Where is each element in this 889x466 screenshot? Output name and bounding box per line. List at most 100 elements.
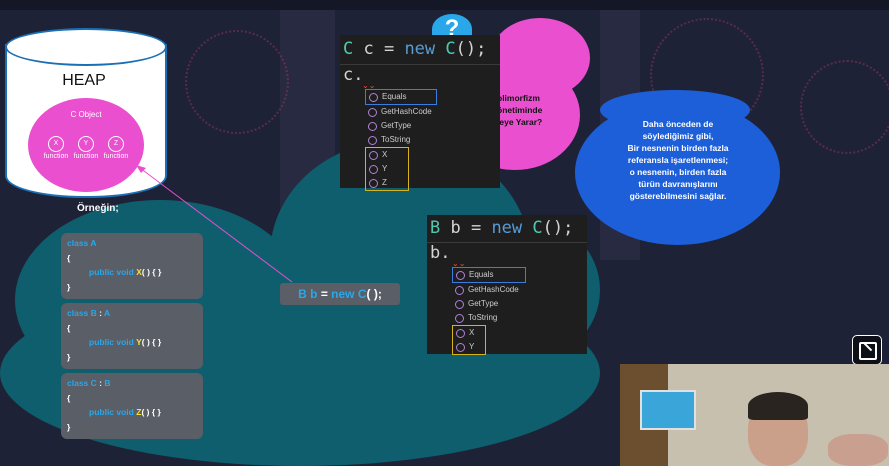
method-signature: ( ) { }: [141, 337, 162, 347]
wall-poster: [640, 390, 696, 430]
intellisense-item[interactable]: GetType: [452, 297, 526, 311]
method-name: X: [136, 267, 142, 277]
brace-close: }: [67, 351, 71, 362]
intellisense-item[interactable]: GetType: [365, 119, 437, 133]
method-modifiers: public void: [89, 407, 134, 417]
c-object-label: C Object: [70, 110, 102, 119]
pink-cloud-text: olimorfizm önetiminde leye Yarar?: [497, 93, 543, 127]
method-icon: [369, 179, 378, 188]
method-signature: ( ) { }: [141, 407, 161, 417]
method-icon: [368, 136, 377, 145]
code-tail: ();: [542, 218, 574, 238]
bb-new-keyword: new: [331, 287, 355, 301]
intellisense-item[interactable]: ToString: [452, 311, 526, 325]
presenter-hair: [748, 392, 808, 420]
intellisense-item[interactable]: GetHashCode: [365, 105, 437, 119]
ide-member-access[interactable]: c.: [343, 65, 364, 85]
brace-open: {: [67, 252, 71, 263]
method-icon: [455, 314, 464, 323]
code-keyword: new: [491, 218, 523, 238]
intellisense-item[interactable]: Y: [453, 340, 485, 354]
ide-panel-b: B b = new C(); b. ⌄⌄ Equals GetHashCode …: [427, 215, 587, 355]
error-squiggle: ⌄⌄: [362, 81, 376, 90]
function-letter: Z: [108, 136, 124, 152]
class-name: C: [90, 378, 97, 388]
bb-type: C: [354, 287, 367, 301]
class-keyword: class: [67, 238, 89, 248]
highlighted-members: X Y Z: [365, 147, 409, 191]
ide-separator: [340, 64, 500, 65]
method-icon: [456, 343, 465, 352]
ide-code-line: B b = new C();: [427, 215, 587, 241]
error-squiggle: ⌄⌄: [452, 259, 466, 268]
intellisense-item[interactable]: Z: [366, 176, 408, 190]
intellisense-item[interactable]: X: [366, 148, 408, 162]
intellisense-item[interactable]: X: [453, 326, 485, 340]
class-b-box: class B : A { public void Y( ) { } }: [61, 303, 203, 369]
blue-cloud-text: Daha önceden de söylediğimiz gibi, Bir n…: [627, 119, 729, 201]
bb-tail: ( );: [366, 287, 382, 301]
base-class-name: A: [104, 308, 111, 318]
method-icon: [368, 108, 377, 117]
ide-separator: [427, 242, 587, 243]
decorative-circle: [185, 30, 289, 134]
function-z: Z function: [101, 136, 131, 160]
webcam-video: [620, 364, 889, 466]
ide-panel-c: C c = new C(); c. ⌄⌄ Equals GetHashCode …: [340, 35, 500, 191]
brace-open: {: [67, 392, 71, 403]
intellisense-list: Equals GetHashCode GetType ToString X Y …: [365, 89, 437, 191]
intellisense-item[interactable]: Equals: [365, 89, 437, 105]
method-icon: [456, 329, 465, 338]
presenter-hand: [828, 434, 888, 466]
intellisense-item[interactable]: Equals: [452, 267, 526, 283]
brace-close: }: [67, 281, 71, 292]
code-ctor: C: [522, 218, 543, 238]
function-x: X function: [41, 136, 71, 160]
intellisense-item[interactable]: GetHashCode: [452, 283, 526, 297]
class-name: A: [90, 238, 97, 248]
code-type: C: [343, 39, 354, 59]
brace-open: {: [67, 322, 71, 333]
example-heading: Örneğin;: [77, 203, 119, 214]
exit-fullscreen-button[interactable]: [852, 335, 882, 365]
method-icon: [369, 151, 378, 160]
function-letter: Y: [78, 136, 94, 152]
class-a-box: class A { public void X( ) { } }: [61, 233, 203, 299]
bb-declaration: B b: [298, 287, 318, 301]
method-name: Y: [136, 337, 142, 347]
ide-member-access[interactable]: b.: [430, 243, 451, 263]
code-ctor: C: [435, 39, 456, 59]
bb-equals: =: [317, 287, 332, 301]
intellisense-item[interactable]: Y: [366, 162, 408, 176]
class-name: B: [90, 308, 97, 318]
method-icon: [369, 93, 378, 102]
code-var: b =: [440, 218, 492, 238]
heap-title: HEAP: [62, 72, 106, 89]
function-y: Y function: [71, 136, 101, 160]
bb-statement: B b = new C( );: [280, 283, 400, 305]
code-tail: ();: [455, 39, 487, 59]
intellisense-list: Equals GetHashCode GetType ToString X Y: [452, 267, 526, 355]
class-keyword: class: [67, 308, 89, 318]
function-label: function: [43, 153, 69, 160]
exit-fullscreen-icon: [859, 342, 877, 360]
class-c-box: class C : B { public void Z( ) { } }: [61, 373, 203, 439]
highlighted-members: X Y: [452, 325, 486, 355]
method-signature: ( ) { }: [141, 267, 162, 277]
code-var: c =: [353, 39, 405, 59]
method-icon: [455, 286, 464, 295]
top-band: [0, 0, 889, 10]
c-object: C Object X function Y function Z functio…: [28, 98, 144, 192]
brace-close: }: [67, 421, 71, 432]
method-icon: [455, 300, 464, 309]
heap-cylinder: HEAP C Object X function Y function Z fu…: [5, 28, 167, 198]
function-letter: X: [48, 136, 64, 152]
method-modifiers: public void: [89, 337, 134, 347]
intellisense-item[interactable]: ToString: [365, 133, 437, 147]
class-keyword: class: [67, 378, 89, 388]
heap-top: [5, 28, 167, 66]
code-keyword: new: [404, 39, 436, 59]
function-label: function: [103, 153, 129, 160]
method-modifiers: public void: [89, 267, 134, 277]
